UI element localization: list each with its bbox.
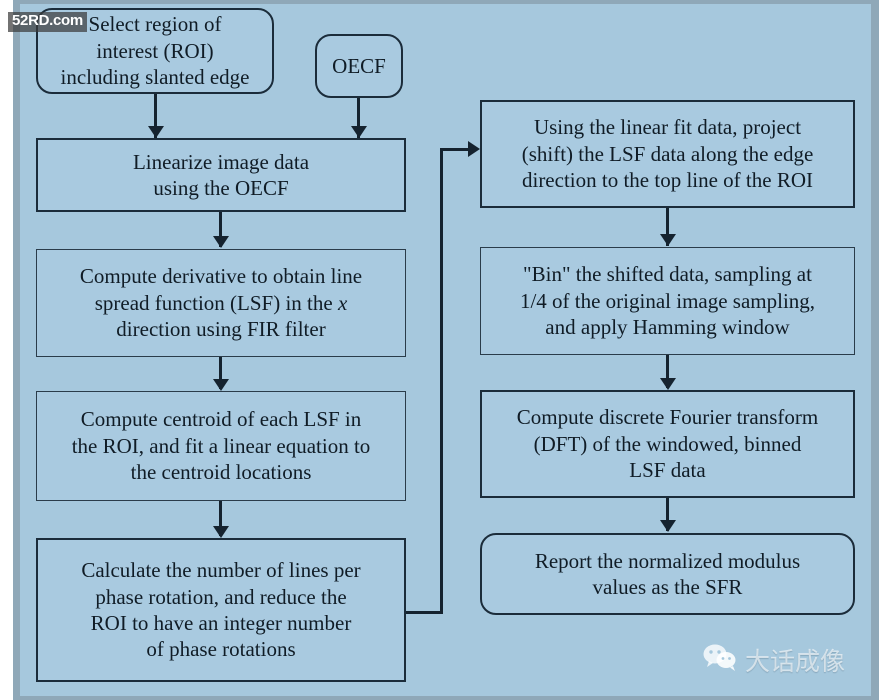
arrowhead-project-to-bin — [660, 234, 676, 246]
connector-phase-to-project-horizontal-bottom — [406, 611, 443, 614]
node-dft: Compute discrete Fourier transform (DFT)… — [480, 390, 855, 498]
node-phase-rotations-label: Calculate the number of lines per phase … — [81, 558, 361, 662]
arrowhead-select-roi-to-linearize — [148, 126, 164, 138]
connector-phase-to-project-horizontal-top — [440, 148, 473, 151]
node-bin: "Bin" the shifted data, sampling at 1/4 … — [480, 247, 855, 355]
wechat-watermark: 大话成像 — [703, 642, 845, 678]
node-centroid-label: Compute centroid of each LSF in the ROI,… — [71, 407, 371, 485]
arrowhead-linearize-to-derivative — [213, 236, 229, 248]
node-centroid: Compute centroid of each LSF in the ROI,… — [36, 391, 406, 501]
connector-select-roi-to-linearize — [154, 94, 157, 139]
node-derivative-label-part1: Compute derivative to obtain line spread… — [79, 264, 363, 315]
connector-centroid-to-phase — [219, 501, 222, 536]
node-linearize: Linearize image data using the OECF — [36, 138, 406, 212]
connector-phase-to-project-vertical — [440, 148, 443, 614]
node-phase-rotations: Calculate the number of lines per phase … — [36, 538, 406, 682]
connector-project-to-bin — [666, 208, 669, 246]
arrowhead-derivative-to-centroid — [213, 379, 229, 391]
arrowhead-centroid-to-phase — [213, 526, 229, 538]
connector-bin-to-dft — [666, 355, 669, 388]
arrowhead-phase-to-project — [468, 141, 480, 157]
connector-derivative-to-centroid — [219, 357, 222, 389]
node-oecf: OECF — [315, 34, 403, 98]
node-report: Report the normalized modulus values as … — [480, 533, 855, 615]
wechat-icon — [703, 643, 737, 677]
site-watermark: 52RD.com — [8, 12, 87, 32]
node-derivative: Compute derivative to obtain line spread… — [36, 249, 406, 357]
node-derivative-label-part2: direction using FIR filter — [116, 317, 326, 342]
node-oecf-label: OECF — [332, 53, 386, 78]
connector-oecf-to-linearize — [357, 98, 360, 139]
diagram-canvas: Select region of interest (ROI) includin… — [20, 4, 871, 696]
node-derivative-label-italic: x — [337, 290, 348, 315]
node-report-label: Report the normalized modulus values as … — [534, 548, 801, 599]
arrowhead-dft-to-report — [660, 520, 676, 532]
node-project-shift: Using the linear fit data, project (shif… — [480, 100, 855, 208]
node-dft-label: Compute discrete Fourier transform (DFT)… — [516, 405, 819, 483]
connector-dft-to-report — [666, 498, 669, 531]
node-linearize-label: Linearize image data using the OECF — [132, 149, 310, 200]
arrowhead-bin-to-dft — [660, 378, 676, 390]
wechat-watermark-text: 大话成像 — [744, 647, 845, 676]
node-derivative-label: Compute derivative to obtain line spread… — [45, 263, 397, 342]
node-bin-label: "Bin" the shifted data, sampling at 1/4 … — [519, 262, 816, 340]
arrowhead-oecf-to-linearize — [351, 126, 367, 138]
connector-linearize-to-derivative — [219, 212, 222, 247]
node-project-shift-label: Using the linear fit data, project (shif… — [521, 115, 814, 193]
node-select-roi-label: Select region of interest (ROI) includin… — [60, 12, 250, 90]
